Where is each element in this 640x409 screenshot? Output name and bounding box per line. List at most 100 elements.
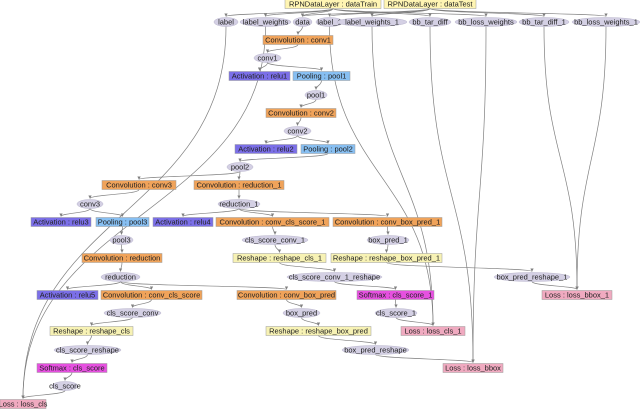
node-shape (292, 17, 313, 27)
node-b-reduction: reduction (100, 272, 141, 282)
node-label: RPNDataLayer : dataTrain (289, 0, 377, 9)
node-label: Convolution : conv_cls_score_1 (220, 218, 326, 227)
edge-b_bb_loss_weights_1-to-loss_bbox_1 (575, 26, 607, 290)
node-shape (152, 217, 214, 227)
node-label: label_weights (243, 18, 289, 27)
edge-b_pool2-to-conv3 (137, 171, 241, 180)
node-data-test: RPNDataLayer : dataTest (383, 0, 477, 9)
node-label: cls_score_conv_1_reshape (289, 273, 380, 282)
edge-reshape_box_pred-to-b_box_pred_reshape (318, 335, 378, 345)
node-label: Convolution : conv_cls_score (103, 291, 201, 300)
edge-b_pool1-to-conv2 (299, 99, 317, 108)
node-label: Convolution : conv1 (265, 36, 331, 45)
edge-conv2-to-b_conv2 (295, 117, 302, 126)
node-label: Pooling : pool2 (303, 145, 353, 154)
node-conv1: Convolution : conv1 (262, 35, 334, 45)
edge-b_reduction_1-to-conv_cls_score_1 (238, 208, 275, 217)
node-data-train: RPNDataLayer : dataTrain (284, 0, 382, 9)
node-shape (408, 17, 452, 27)
node-loss-cls: Loss : loss_cls (0, 399, 48, 409)
node-shape (283, 126, 312, 136)
node-b-cls-score-conv: cls_score_conv (103, 308, 162, 318)
node-b-conv3: conv3 (76, 199, 104, 209)
node-label: Loss : loss_cls_1 (404, 327, 461, 336)
node-label: cls_score_reshape (56, 346, 119, 355)
node-b-cls-score: cls_score (49, 381, 81, 391)
edge-b_box_pred_reshape-to-loss_bbox (375, 354, 475, 363)
node-label: reduction (105, 273, 136, 282)
node-reshape-cls-1: Reshape : reshape_cls_1 (232, 253, 327, 263)
node-label: cls_score_conv_1 (245, 236, 305, 245)
node-shape (454, 17, 518, 27)
node-shape (442, 363, 504, 373)
node-label: Reshape : reshape_cls_1 (237, 254, 322, 263)
node-reduction: Convolution : reduction (81, 253, 163, 263)
node-b-bb-loss-weights: bb_loss_weights (454, 17, 518, 27)
node-shape (100, 290, 203, 300)
edge-b_cls_score-to-loss_cls (21, 390, 66, 399)
node-shape (330, 253, 443, 263)
edge-conv1-to-b_conv1 (265, 44, 299, 53)
node-reshape-box-pred-1: Reshape : reshape_box_pred_1 (330, 253, 443, 263)
node-shape (228, 71, 291, 81)
edge-conv_box_pred_1-to-b_box_pred_1 (386, 226, 390, 235)
node-conv-box-pred-1: Convolution : conv_box_pred_1 (332, 217, 443, 227)
node-label: pool2 (231, 163, 249, 172)
node-b-cls-score-conv-1: cls_score_conv_1 (241, 235, 309, 245)
node-b-cls-score-reshape: cls_score_reshape (53, 345, 122, 355)
node-relu5: Activation : relu5 (36, 290, 99, 300)
node-shape (215, 217, 330, 227)
edge-b_box_pred-to-reshape_box_pred (301, 317, 321, 326)
node-label: Activation : relu2 (238, 145, 293, 154)
node-shape (304, 90, 328, 100)
node-conv3: Convolution : conv3 (101, 180, 177, 190)
edge-b_box_pred_reshape_1-to-loss_bbox_1 (531, 281, 579, 290)
node-shape (217, 199, 261, 209)
node-conv-cls-score: Convolution : conv_cls_score (100, 290, 203, 300)
node-reshape-box-pred: Reshape : reshape_box_pred (265, 326, 372, 336)
node-pool2: Pooling : pool2 (300, 144, 356, 154)
node-label: box_pred_1 (368, 236, 408, 245)
edge-b_reduction_1-to-conv_box_pred_1 (238, 208, 390, 217)
edge-b_conv2-to-relu2 (264, 135, 298, 144)
node-shape (95, 217, 150, 227)
node-shape (100, 272, 141, 282)
edge-cls_score_1-to-b_cls_score_1 (394, 299, 398, 308)
edge-b_conv3-to-pool3 (89, 208, 125, 217)
node-label: Reshape : reshape_box_pred (269, 327, 368, 336)
node-label: Pooling : pool1 (297, 72, 347, 81)
node-shape (332, 217, 443, 227)
edge-b_bb_loss_weights-to-loss_bbox (471, 26, 487, 363)
node-b-box-pred: box_pred (282, 308, 321, 318)
node-shape (265, 326, 372, 336)
node-label: label (218, 18, 234, 27)
edge-data_test-to-b_bb_tar_diff_1 (429, 8, 546, 17)
node-relu4: Activation : relu4 (152, 217, 214, 227)
node-label: Activation : relu3 (33, 218, 88, 227)
node-b-label: label (213, 17, 239, 27)
node-label: cls_score (49, 382, 81, 391)
edge-b_cls_score_conv_1_reshape-to-cls_score_1 (334, 281, 398, 290)
node-shape (383, 0, 477, 9)
node-b-conv2: conv2 (283, 126, 312, 136)
node-shape (265, 108, 337, 118)
node-b-conv1: conv1 (253, 53, 282, 63)
edge-b_pool3-to-reduction (120, 244, 124, 253)
edge-conv_cls_score_1-to-b_cls_score_conv_1 (272, 226, 277, 235)
node-label: reduction_1 (219, 200, 258, 209)
edge-b_data-to-conv1 (296, 26, 303, 35)
node-label: box_pred_reshape_1 (497, 273, 568, 282)
node-label: conv1 (257, 54, 277, 63)
node-label: bb_tar_diff_1 (522, 18, 566, 27)
edge-b_conv3-to-relu3 (59, 208, 91, 217)
node-label: Convolution : conv2 (268, 109, 334, 118)
node-shape (76, 199, 104, 209)
node-label: cls_score_conv (107, 309, 159, 318)
node-label: Softmax : cls_score (39, 364, 104, 373)
edge-data_test-to-b_bb_loss_weights_1 (429, 8, 608, 17)
node-shape (193, 180, 285, 190)
node-shape (234, 144, 298, 154)
edge-data_train-to-b_bb_loss_weights (332, 8, 488, 17)
node-relu2: Activation : relu2 (234, 144, 298, 154)
